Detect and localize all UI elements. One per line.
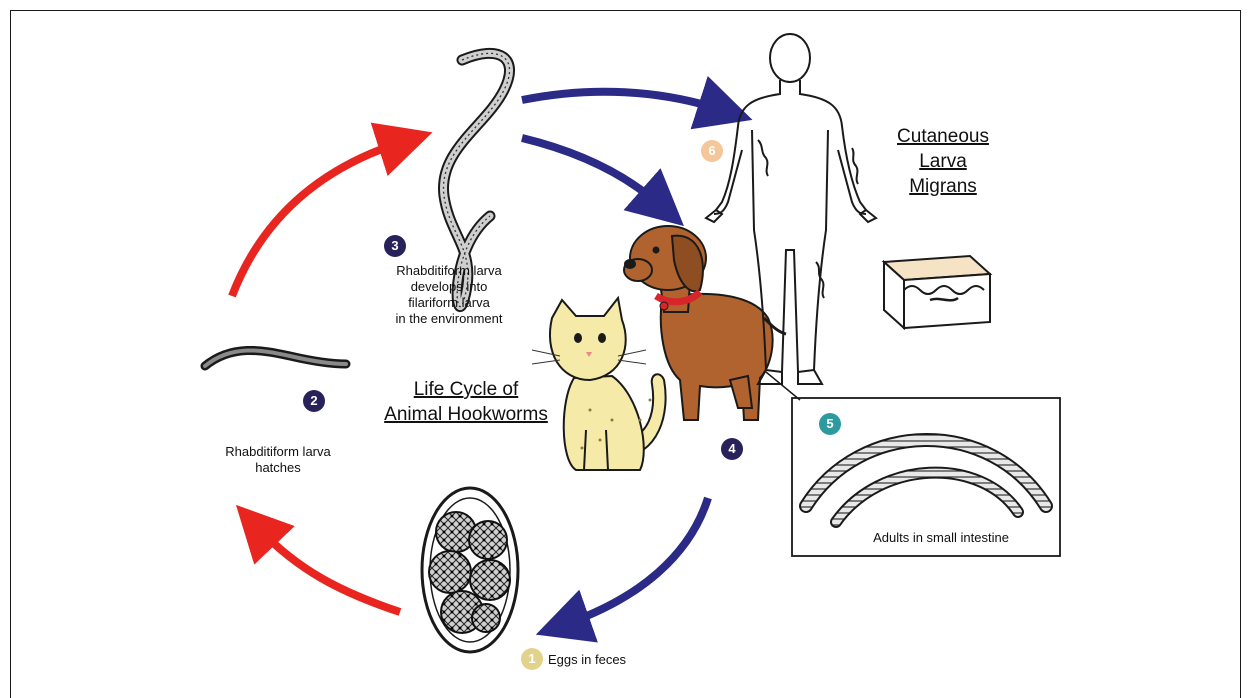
stage-1-label: Eggs in feces — [548, 652, 658, 668]
cutaneous-line2: Larva — [882, 149, 1004, 174]
dog-illustration — [624, 226, 786, 420]
stage-5-badge: 5 — [819, 413, 841, 435]
arrow-to-human — [522, 92, 722, 110]
skin-cross-section-illustration — [884, 256, 990, 328]
stage-6-badge: 6 — [701, 140, 723, 162]
cutaneous-line3: Migrans — [882, 174, 1004, 199]
egg-illustration — [422, 488, 518, 652]
arrow-to-eggs — [566, 498, 708, 624]
stage-3-badge: 3 — [384, 235, 406, 257]
arrow-to-dog — [522, 138, 660, 205]
stage-2-badge: 2 — [303, 390, 325, 412]
arrow-egg-to-larva — [258, 528, 400, 612]
stage-3-label-line2: develops into — [374, 279, 524, 295]
stage-4-badge: 4 — [721, 438, 743, 460]
stage-3-label-line4: in the environment — [374, 311, 524, 327]
diagram-title-line2: Animal Hookworms — [368, 403, 564, 426]
stage-2-label-line2: hatches — [198, 460, 358, 476]
stage-1-badge: 1 — [521, 648, 543, 670]
skin-lesions — [758, 140, 858, 298]
stage-3-label-line3: filariform larva — [374, 295, 524, 311]
stage-3-label-line1: Rhabditiform larva — [374, 263, 524, 279]
stage-2-label-line1: Rhabditiform larva — [198, 444, 358, 460]
diagram-title-line1: Life Cycle of — [372, 378, 560, 401]
rhabditiform-larva-illustration — [205, 350, 346, 366]
stage-5-label: Adults in small intestine — [846, 530, 1036, 546]
cutaneous-line1: Cutaneous — [882, 124, 1004, 149]
